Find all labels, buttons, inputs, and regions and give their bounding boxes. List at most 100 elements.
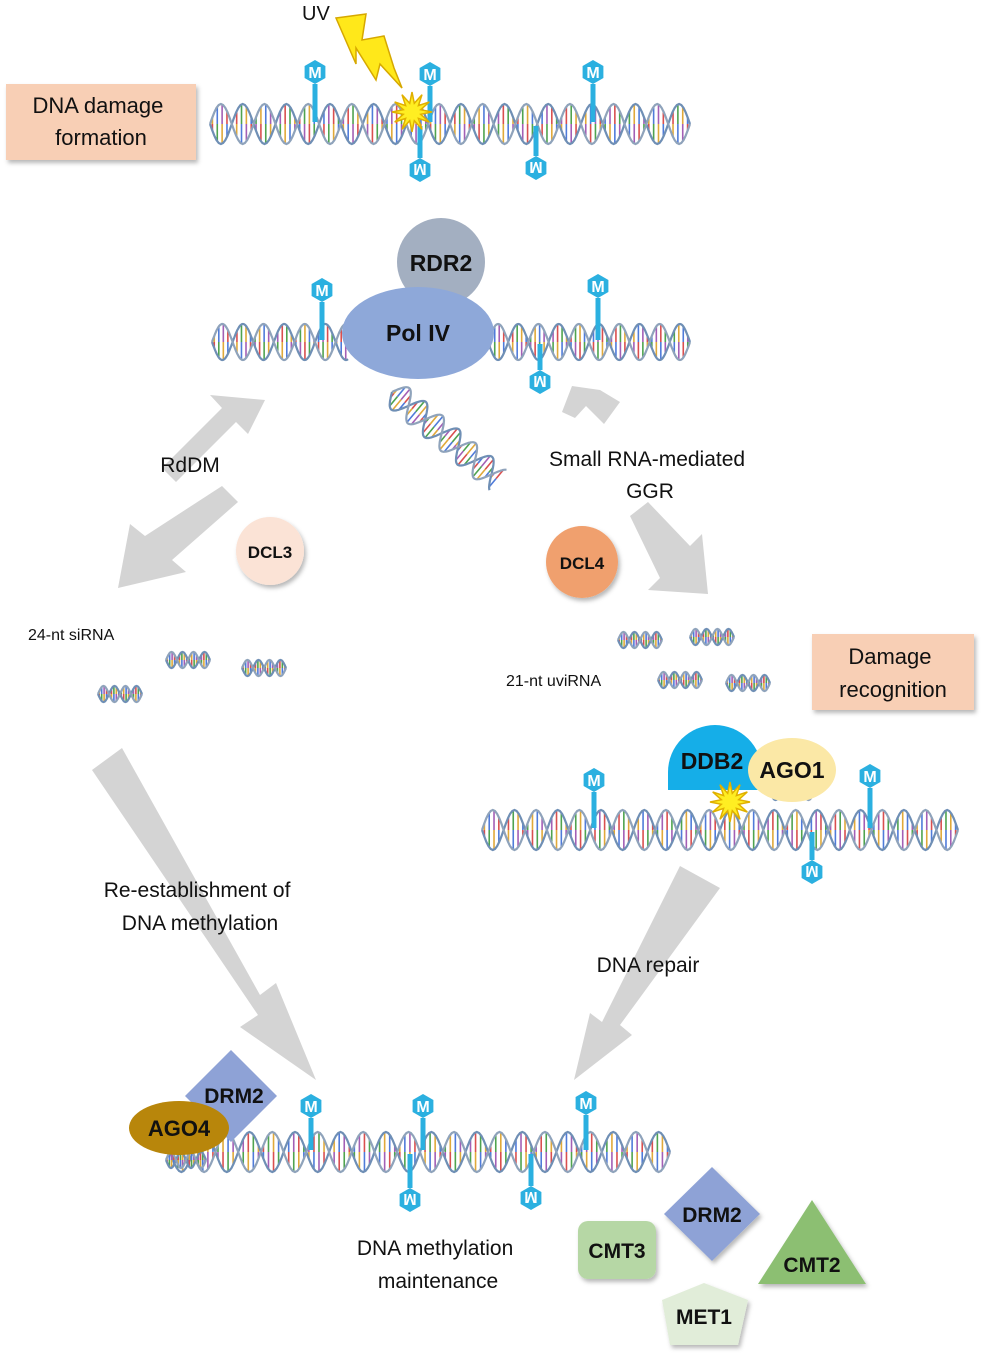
arrow-reestablishment	[92, 748, 316, 1080]
dna-helix-pol-left	[210, 322, 349, 362]
dna-strand	[724, 673, 772, 693]
svg-text:M: M	[413, 160, 426, 177]
svg-text:M: M	[579, 1096, 592, 1113]
starburst-icon	[391, 91, 433, 133]
svg-text:M: M	[416, 1099, 429, 1116]
ddb2-protein	[668, 725, 762, 790]
methylation-mark: M	[582, 60, 604, 122]
uvirna-duplex	[616, 630, 664, 650]
flow-arrows	[92, 386, 720, 1080]
svg-text:M: M	[533, 372, 546, 389]
base-pair	[422, 423, 431, 434]
cmt2-enzyme	[758, 1200, 866, 1284]
base-pair	[389, 396, 399, 407]
dna-strand	[96, 684, 144, 704]
dna-helices	[96, 102, 960, 1174]
cmt2-label: CMT2	[783, 1254, 840, 1277]
dna-helix-recognition	[480, 808, 960, 852]
dna-strand	[388, 391, 495, 491]
methylation-mark: M	[529, 344, 551, 394]
dna-strand	[480, 808, 960, 852]
svg-text:M: M	[524, 1188, 537, 1205]
svg-text:M: M	[805, 862, 818, 879]
svg-text:M: M	[308, 65, 321, 82]
methylation-mark: M	[412, 1094, 434, 1150]
dna-strand	[164, 650, 212, 670]
ago4-protein	[129, 1101, 229, 1155]
dcl4-label: DCL4	[560, 554, 605, 573]
base-pair	[448, 428, 458, 440]
base-pair	[400, 388, 411, 401]
dna-strand	[616, 630, 664, 650]
base-pair	[455, 450, 464, 461]
base-pair	[433, 415, 444, 428]
nascent-rna-duplex	[388, 386, 507, 491]
arrow-ggr-to-uvirna	[630, 502, 708, 594]
sirna-duplex	[240, 658, 288, 678]
base-pair	[457, 453, 468, 466]
arrow-to-ggr	[562, 386, 620, 424]
svg-text:M: M	[423, 67, 436, 84]
svg-text:Damage recognition: Damage recognition	[839, 644, 947, 702]
svg-text:M: M	[587, 773, 600, 790]
ddb2-label: DDB2	[681, 748, 744, 774]
cmt3-label: CMT3	[588, 1240, 645, 1263]
rdr2-label: RDR2	[410, 250, 473, 276]
dna-repair-label: DNA repair	[597, 954, 700, 977]
svg-text:DNA damage formation: DNA damage formation	[33, 93, 170, 150]
methylation-mark: M	[525, 126, 547, 180]
base-pair	[443, 441, 453, 453]
methylation-mark: M	[419, 62, 441, 122]
rdr2-protein	[397, 218, 485, 306]
cmt3-enzyme	[578, 1221, 656, 1279]
svg-text:M: M	[315, 283, 328, 300]
ago1-protein	[748, 738, 836, 802]
dna-strand	[391, 386, 507, 481]
svg-text:M: M	[591, 279, 604, 296]
met1-enzyme	[662, 1283, 748, 1345]
methylation-mark: M	[399, 1154, 421, 1212]
met1-label: MET1	[676, 1306, 732, 1329]
methylation-mark: M	[311, 278, 333, 340]
sirna-duplex	[164, 650, 212, 670]
starburst-icon	[709, 781, 751, 823]
methylation-mark: M	[587, 274, 609, 340]
svg-text:M: M	[863, 769, 876, 786]
base-pair	[480, 455, 491, 467]
uvirna-duplex	[656, 670, 704, 690]
dna-helix-top	[208, 102, 692, 146]
base-pair	[484, 458, 495, 470]
drm2-label: DRM2	[204, 1085, 264, 1108]
pol-iv-protein	[342, 287, 494, 379]
svg-text:M: M	[304, 1099, 317, 1116]
arrow-to-rddm	[162, 395, 265, 482]
pol-iv-label: Pol IV	[386, 320, 451, 346]
maintenance-label: DNA methylation maintenance	[357, 1237, 519, 1293]
methylation-mark: M	[520, 1154, 542, 1210]
methylation-mark: M	[575, 1091, 597, 1150]
base-pair	[410, 414, 421, 425]
ggr-label: Small RNA-mediated GGR	[549, 448, 751, 503]
drm2-enzyme-label: DRM2	[682, 1204, 742, 1227]
dna-helix-bottom	[168, 1130, 672, 1174]
rddm-label: RdDM	[160, 454, 220, 477]
damage-formation-box: DNA damage formation	[6, 84, 196, 160]
dna-strand	[486, 322, 692, 362]
base-pair	[406, 411, 417, 423]
uvirna-duplex	[688, 627, 736, 647]
methylation-mark: M	[801, 832, 823, 884]
uvirna-label: 21-nt uviRNA	[506, 673, 601, 690]
dna-strand	[240, 658, 288, 678]
ago1-label: AGO1	[759, 757, 824, 783]
base-pair	[429, 414, 439, 425]
base-pair	[466, 442, 477, 455]
arrow-rddm-to-sirna	[118, 486, 238, 588]
base-pair	[424, 426, 435, 439]
dna-strand	[208, 102, 692, 146]
dna-strand	[210, 322, 349, 362]
uv-label: UV	[302, 3, 330, 25]
sirna-duplex	[96, 684, 144, 704]
base-pair	[418, 404, 428, 416]
